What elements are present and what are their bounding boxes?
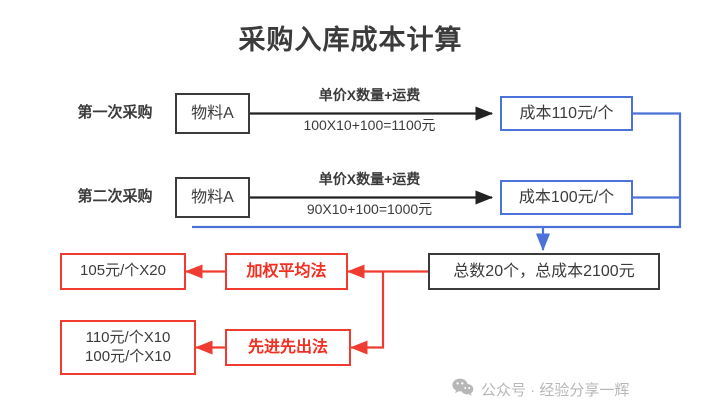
edge-total-to-fifo <box>349 271 385 355</box>
method-box-fifo: 先进先出法 <box>225 329 351 366</box>
result-lines-weighted: 105元/个X20 <box>62 262 184 281</box>
result-line-1: 110元/个X10 <box>85 328 171 346</box>
formula-upper-1: 单价X数量+运费 <box>318 87 421 103</box>
result-box-weighted-average: 105元/个X20 <box>60 253 186 290</box>
formula-upper-2: 单价X数量+运费 <box>318 171 421 187</box>
watermark-text: 公众号 · 经验分享一辉 <box>481 381 630 399</box>
purchase-label-2: 第二次采购 <box>77 187 153 205</box>
purchase-label-1: 第一次采购 <box>77 103 153 121</box>
formula-lower-2: 90X10+100=1000元 <box>306 201 433 217</box>
wechat-icon <box>452 378 474 400</box>
cost-box-2: 成本100元/个 <box>500 180 633 215</box>
watermark: 公众号 · 经验分享一辉 <box>452 378 629 400</box>
result-box-fifo: 110元/个X10 100元/个X10 <box>60 320 196 375</box>
material-box-1: 物料A <box>175 93 250 134</box>
page-title: 采购入库成本计算 <box>238 25 463 55</box>
cost-box-1: 成本110元/个 <box>500 96 633 131</box>
method-box-weighted-average: 加权平均法 <box>225 253 348 290</box>
material-box-2: 物料A <box>175 177 250 218</box>
result-line-1: 105元/个X20 <box>80 262 166 280</box>
total-box: 总数20个，总成本2100元 <box>428 253 660 290</box>
result-line-2: 100元/个X10 <box>85 347 171 365</box>
result-lines-fifo: 110元/个X10 100元/个X10 <box>62 329 194 367</box>
formula-lower-1: 100X10+100=1100元 <box>303 117 436 133</box>
